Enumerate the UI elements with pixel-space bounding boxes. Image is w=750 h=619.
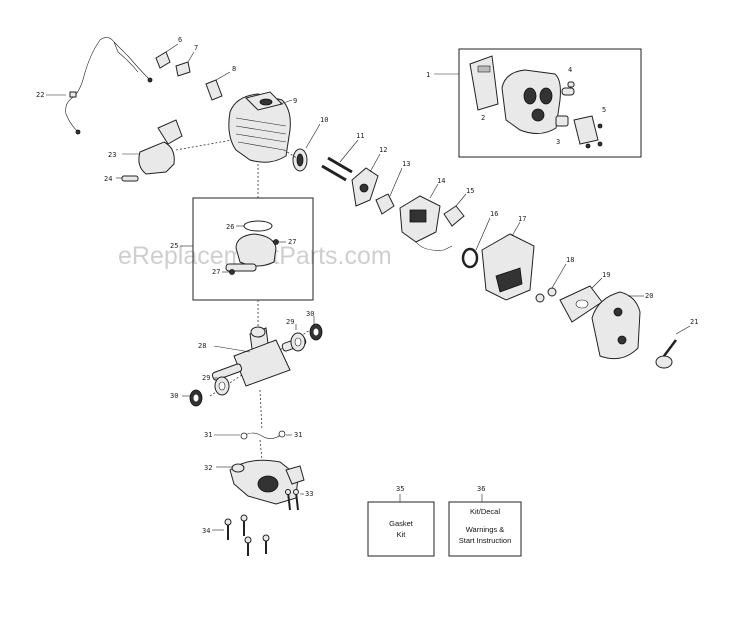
callout-7: 7 <box>194 44 198 52</box>
part-8-spark-plug[interactable] <box>205 79 223 101</box>
callout-31-b: 31 <box>294 431 302 439</box>
callout-14: 14 <box>437 177 445 185</box>
callout-29-a: 29 <box>286 318 294 326</box>
part-21-screw[interactable] <box>655 355 673 369</box>
callout-6: 6 <box>178 36 182 44</box>
callout-labels: 1 2 3 4 5 6 7 8 9 10 11 12 13 14 15 16 1… <box>36 36 698 535</box>
callout-34: 34 <box>202 527 210 535</box>
callout-32: 32 <box>204 464 212 472</box>
part-9-cylinder[interactable] <box>228 93 291 163</box>
callout-26: 26 <box>226 223 234 231</box>
callout-27-a: 27 <box>288 238 296 246</box>
part-15-knob[interactable] <box>443 205 465 227</box>
part-4-sleeve[interactable] <box>561 87 575 96</box>
box-35-gasket-kit <box>367 501 435 557</box>
part-24-screw[interactable] <box>121 175 139 182</box>
callout-29-b: 29 <box>202 374 210 382</box>
part-31-gasket[interactable] <box>243 432 283 439</box>
callout-30-b: 30 <box>170 392 178 400</box>
callout-9: 9 <box>293 97 297 105</box>
callout-2: 2 <box>481 114 485 122</box>
part-11-bolt[interactable] <box>321 164 347 182</box>
part-25-piston[interactable] <box>235 233 277 267</box>
callout-12: 12 <box>379 146 387 154</box>
callout-3: 3 <box>556 138 560 146</box>
callout-21: 21 <box>690 318 698 326</box>
box-36-line2: Warnings & <box>466 525 505 534</box>
part-5-plate[interactable] <box>573 115 599 145</box>
callout-31-a: 31 <box>204 431 212 439</box>
part-23-coil[interactable] <box>138 141 175 175</box>
callout-16: 16 <box>490 210 498 218</box>
part-26-ring[interactable] <box>243 220 273 232</box>
callout-1: 1 <box>426 71 430 79</box>
callout-28: 28 <box>198 342 206 350</box>
part-3-seal[interactable] <box>555 115 569 127</box>
part-17-filter[interactable] <box>481 233 535 301</box>
callout-24: 24 <box>104 175 112 183</box>
box-35-line1: Gasket <box>389 519 414 528</box>
callout-22: 22 <box>36 91 44 99</box>
callout-4: 4 <box>568 66 572 74</box>
callout-35: 35 <box>396 485 404 493</box>
callout-5: 5 <box>602 106 606 114</box>
callout-36: 36 <box>477 485 485 493</box>
callout-20: 20 <box>645 292 653 300</box>
part-20-cover[interactable] <box>591 291 641 360</box>
callout-27-b: 27 <box>212 268 220 276</box>
callout-10: 10 <box>320 116 328 124</box>
part-13-gasket[interactable] <box>375 193 395 215</box>
callout-11: 11 <box>356 132 364 140</box>
part-22-harness[interactable] <box>65 37 151 133</box>
callout-15: 15 <box>466 187 474 195</box>
kit-frame-25 <box>192 197 314 301</box>
part-18-nut[interactable] <box>535 293 545 303</box>
callout-17: 17 <box>518 215 526 223</box>
callout-25: 25 <box>170 242 178 250</box>
part-2-plate[interactable] <box>469 55 499 111</box>
box-36-line3: Start Instruction <box>459 536 512 545</box>
box-35-line2: Kit <box>397 530 407 539</box>
callout-13: 13 <box>402 160 410 168</box>
part-34-screws[interactable] <box>224 514 270 556</box>
kit-frame-1 <box>458 48 642 158</box>
part-33-screw[interactable] <box>287 491 291 511</box>
part-16-ring[interactable] <box>461 247 479 269</box>
callout-18: 18 <box>566 256 574 264</box>
part-6-grommet[interactable] <box>155 51 171 69</box>
callout-23: 23 <box>108 151 116 159</box>
callout-19: 19 <box>602 271 610 279</box>
box-36-line1: Kit/Decal <box>470 507 500 516</box>
callout-30-a: 30 <box>306 310 314 318</box>
callout-33: 33 <box>305 490 313 498</box>
part-7-boot[interactable] <box>175 61 191 77</box>
box-36-decal-kit <box>448 501 522 557</box>
callout-8: 8 <box>232 65 236 73</box>
